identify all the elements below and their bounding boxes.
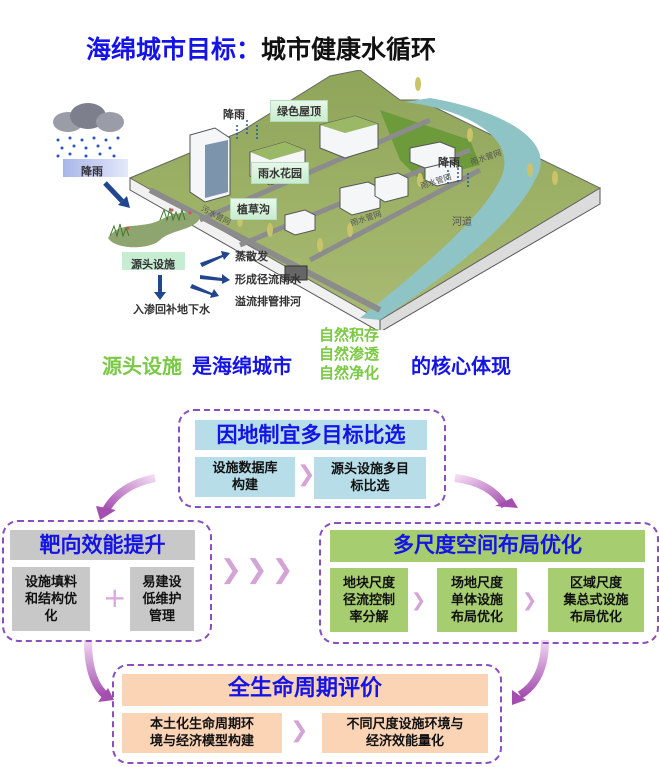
step-line: 本土化生命周期环 (149, 717, 254, 732)
step-line: 经济效能量化 (365, 734, 444, 749)
life-cycle-header: 全生命周期评价 (122, 674, 488, 706)
slogan-part1: 源头设施 (102, 354, 182, 378)
step-line: 设施填料 (24, 574, 77, 590)
outcome-overflow: 溢流排管排河 (235, 295, 301, 308)
step-line: 和结构优 (24, 591, 77, 607)
slogan-stack-3: 自然净化 (319, 364, 380, 382)
chevron-right-icon: ❯ (297, 462, 316, 487)
rain-garden-label: 雨水花园 (251, 162, 309, 184)
step-line: 易建设 (142, 574, 182, 590)
plus-icon: + (103, 581, 127, 614)
infiltration-label: 入渗回补地下水 (133, 303, 210, 316)
step-line: 构建 (231, 478, 258, 493)
step-line: 集总式设施 (563, 592, 629, 608)
chevron-right-icon: ❯ (522, 590, 538, 611)
arrow-left-to-bottom (84, 639, 114, 702)
step-easy-build-maintenance: 易建设低维护管理 (130, 567, 194, 631)
cloud-icon (53, 103, 124, 132)
step-line: 区域尺度 (569, 575, 622, 591)
outcome-evapotranspiration: 蒸散发 (235, 250, 268, 263)
building-tall (189, 127, 231, 203)
step-line: 地块尺度 (342, 575, 395, 591)
river (360, 98, 541, 320)
building-green-roof-2 (319, 115, 379, 159)
step-facility-database: 设施数据库构建 (195, 457, 295, 497)
rain-box-label: 降雨 (81, 165, 103, 178)
raindrops-icon (56, 136, 120, 158)
arrow-top-to-right (454, 474, 518, 509)
building-small (284, 141, 463, 236)
step-line: 境与经济模型构建 (149, 734, 254, 749)
step-plot-scale: 地块尺度径流控制率分解 (330, 568, 408, 632)
step-regional-scale: 区域尺度集总式设施布局优化 (548, 568, 644, 632)
city-scene (53, 70, 602, 330)
outcome-runoff: 形成径流雨水 (235, 273, 301, 286)
targeted-performance-header: 靶向效能提升 (10, 530, 195, 560)
step-line: 设施数据库 (212, 461, 278, 476)
arrow-top-to-left (96, 474, 156, 520)
multi-objective-header: 因地制宜多目标比选 (195, 420, 427, 450)
step-line: 单体设施 (450, 592, 503, 608)
source-box-bg (122, 252, 185, 270)
grass-swale-label: 植草沟 (230, 198, 277, 220)
culvert (284, 265, 308, 281)
step-line: 化 (44, 608, 58, 624)
multi-scale-layout-header: 多尺度空间布局优化 (330, 530, 645, 562)
chevron-right-icon: ❯ (290, 718, 309, 743)
step-line: 布局优化 (569, 609, 622, 625)
slogan-stack-1: 自然积存 (319, 326, 380, 344)
page-title: 海绵城市目标：城市健康水循环 (86, 30, 436, 66)
step-line: 场地尺度 (450, 575, 503, 591)
step-line: 管理 (148, 608, 175, 624)
step-line: 径流控制 (342, 592, 395, 608)
group-multi-scale-layout (319, 522, 659, 644)
step-filler-structure: 设施填料和结构优化 (12, 567, 90, 631)
road (308, 167, 482, 263)
step-line: 低维护 (142, 591, 182, 607)
slogan-stack-2: 自然渗透 (319, 345, 380, 363)
step-efficiency-quantification: 不同尺度设施环境与经济效能量化 (322, 713, 488, 753)
step-line: 不同尺度设施环境与 (346, 717, 464, 732)
green-roof-label: 绿色屋顶 (270, 100, 328, 122)
step-site-scale: 场地尺度单体设施布局优化 (437, 568, 517, 632)
step-line: 标比选 (350, 479, 390, 494)
title-suffix: 城市健康水循环 (261, 35, 437, 64)
chevron-right-icon: ❯ (411, 590, 427, 611)
slogan-part2: 是海绵城市 (192, 354, 292, 378)
outflow-arrows (154, 251, 230, 300)
bioswale-patch (108, 207, 200, 248)
rain-label-right: 降雨 (438, 156, 460, 169)
slogan-part3: 的核心体现 (411, 354, 511, 378)
step-line: 源头设施多目 (330, 462, 409, 477)
step-multi-objective-selection: 源头设施多目标比选 (314, 457, 426, 499)
rain-box-bg (63, 159, 128, 177)
rain-label-left: 降雨 (223, 108, 245, 121)
arrow-right-to-bottom (512, 639, 549, 705)
river-label: 河道 (452, 217, 472, 228)
group-targeted-performance (2, 520, 212, 642)
title-prefix: 海绵城市目标： (86, 35, 262, 64)
rain-arrows (236, 120, 469, 188)
arrow-down-right-icon (103, 181, 130, 208)
trees (237, 77, 558, 252)
step-line: 布局优化 (450, 609, 503, 625)
triple-chevron-icon: ❯❯❯ (220, 555, 298, 585)
group-life-cycle (112, 664, 502, 764)
road (148, 187, 382, 313)
source-facility-box-label: 源头设施 (131, 258, 175, 271)
step-lca-model: 本土化生命周期环境与经济模型构建 (122, 713, 282, 753)
sponge-city-illustration: 降雨 源头设施 蒸散发 形成径流雨水 溢流排管排河 入渗回补地下水 降雨 降雨 … (0, 70, 659, 330)
group-multi-objective (178, 409, 446, 508)
step-line: 率分解 (349, 609, 389, 625)
